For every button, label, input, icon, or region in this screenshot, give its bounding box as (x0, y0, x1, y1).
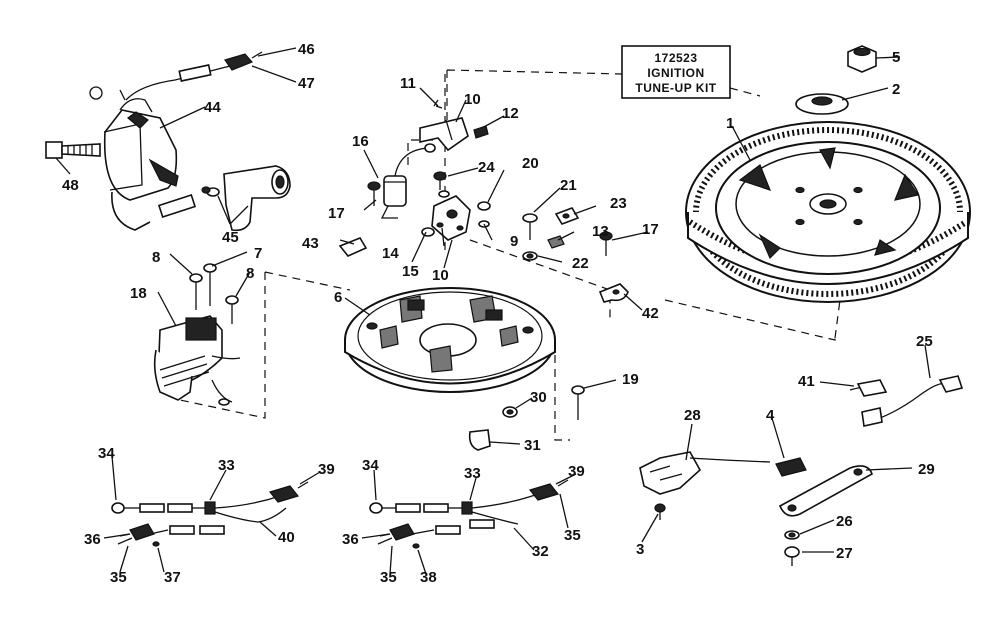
flywheel-washer (795, 93, 849, 115)
callout-8-right: 8 (246, 265, 254, 282)
callout-5: 5 (892, 49, 900, 66)
spark-plug-lead-left (111, 481, 309, 547)
callout-13: 13 (592, 223, 609, 240)
screw-17-right (599, 231, 613, 256)
throttle-link-29 (778, 465, 873, 517)
ground-lead-25 (861, 375, 964, 427)
callout-36-left: 36 (84, 531, 101, 548)
kit-dashed-outline (407, 69, 841, 341)
callout-45: 45 (222, 229, 239, 246)
callout-7: 7 (254, 245, 262, 262)
stator-plate (344, 287, 556, 393)
coil-screws (189, 263, 239, 324)
screw-21 (522, 213, 538, 261)
callout-35-right-upper: 35 (564, 527, 581, 544)
tune-up-kit-box: 172523 IGNITION TUNE-UP KIT (621, 45, 731, 99)
callout-43: 43 (302, 235, 319, 252)
ignition-coil-upper (89, 86, 179, 231)
callout-41: 41 (798, 373, 815, 390)
callout-17-left: 17 (328, 205, 345, 222)
callout-labels: 46 47 44 48 45 11 10 12 16 24 20 17 21 2… (62, 41, 935, 586)
callout-48: 48 (62, 177, 79, 194)
grommet-30 (502, 406, 518, 418)
callout-29: 29 (918, 461, 935, 478)
callout-16: 16 (352, 133, 369, 150)
spark-plug-lead-right (369, 479, 569, 549)
clip-23 (554, 207, 580, 225)
callout-14: 14 (382, 245, 399, 262)
callout-30: 30 (530, 389, 547, 406)
breaker-points (419, 99, 489, 152)
kit-title-line2: TUNE-UP KIT (635, 81, 716, 95)
callout-24: 24 (478, 159, 495, 176)
callout-26: 26 (836, 513, 853, 530)
callout-17-right: 17 (642, 221, 659, 238)
clip-31 (468, 429, 491, 451)
coil-lead-wire (125, 51, 263, 101)
cam-follower-assembly (421, 195, 471, 241)
spark-plug-boot (157, 165, 291, 232)
condenser-screw (367, 181, 381, 206)
washer-26 (784, 530, 800, 540)
flywheel-nut (847, 45, 877, 73)
callout-39-left: 39 (318, 461, 335, 478)
screw-3 (654, 503, 666, 520)
callout-23: 23 (610, 195, 627, 212)
callout-32: 32 (532, 543, 549, 560)
callout-20: 20 (522, 155, 539, 172)
callout-35-left: 35 (110, 569, 127, 586)
callout-2: 2 (892, 81, 900, 98)
callout-33-left: 33 (218, 457, 235, 474)
flywheel (685, 121, 971, 303)
kit-title-line1: IGNITION (647, 66, 704, 80)
callout-33-right: 33 (464, 465, 481, 482)
callout-34-right: 34 (362, 457, 379, 474)
callout-38: 38 (420, 569, 437, 586)
callout-3: 3 (636, 541, 644, 558)
callout-4: 4 (766, 407, 775, 424)
callout-31: 31 (524, 437, 541, 454)
callout-36-right: 36 (342, 531, 359, 548)
screw-19 (571, 385, 585, 420)
callout-1: 1 (726, 115, 734, 132)
callout-35-right: 35 (380, 569, 397, 586)
callout-11: 11 (400, 75, 416, 92)
callout-40: 40 (278, 529, 295, 546)
callout-6: 6 (334, 289, 342, 306)
callout-27: 27 (836, 545, 853, 562)
callout-22: 22 (572, 255, 589, 272)
callout-39-right: 39 (568, 463, 585, 480)
coil-dashed-bracket (179, 271, 351, 419)
callout-21: 21 (560, 177, 577, 194)
leader-lines (55, 47, 931, 575)
callout-19: 19 (622, 371, 639, 388)
condenser (380, 143, 436, 219)
callout-12: 12 (502, 105, 519, 122)
plate-dashed-link (554, 355, 570, 441)
callout-9: 9 (510, 233, 518, 250)
ignition-coil-lower (153, 315, 241, 406)
callout-44: 44 (204, 99, 221, 116)
callout-18: 18 (130, 285, 147, 302)
callout-28: 28 (684, 407, 701, 424)
clamp-43 (338, 237, 368, 257)
clamp-42 (598, 283, 629, 303)
screw-27 (784, 546, 800, 566)
callout-25: 25 (916, 333, 933, 350)
coil-bolt (45, 141, 101, 159)
ground-lead-41 (849, 379, 888, 397)
callout-37: 37 (164, 569, 181, 586)
callout-8-left: 8 (152, 249, 160, 266)
callout-10-upper: 10 (464, 91, 481, 108)
callout-34-left: 34 (98, 445, 115, 462)
callout-47: 47 (298, 75, 315, 92)
callout-46: 46 (298, 41, 315, 58)
throttle-cam-28 (639, 451, 807, 495)
callout-15: 15 (402, 263, 419, 280)
callout-10-lower: 10 (432, 267, 449, 284)
callout-42: 42 (642, 305, 659, 322)
kit-part-number: 172523 (654, 51, 697, 65)
